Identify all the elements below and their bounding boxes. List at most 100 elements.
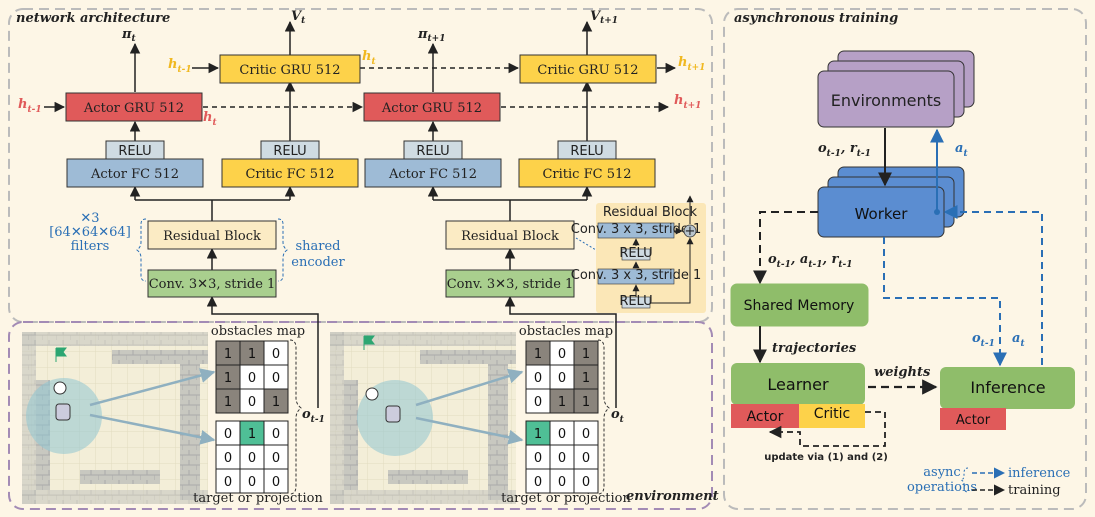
svg-text:Conv. 3 x 3, stride 1: Conv. 3 x 3, stride 1 <box>571 222 701 237</box>
grid-cell <box>573 388 599 414</box>
grid-cell <box>263 388 289 414</box>
actor-gru-box-1: Actor GRU 512 <box>65 92 203 122</box>
critic-gru-label: Critic GRU 512 <box>537 63 638 78</box>
svg-text:RELU: RELU <box>118 144 151 159</box>
svg-text:Conv. 3 x 3, stride 1: Conv. 3 x 3, stride 1 <box>571 268 701 283</box>
a-t-label-inference: at <box>1012 331 1025 349</box>
grid-cell-value: 0 <box>534 371 542 386</box>
grid-cell-value: 1 <box>558 395 566 410</box>
svg-text:Critic FC 512: Critic FC 512 <box>542 167 631 182</box>
grid-cell-value: 0 <box>534 451 542 466</box>
grid-cell-value: 1 <box>248 347 256 362</box>
grid-cell-value: 0 <box>272 371 280 386</box>
svg-text:πt+1: πt+1 <box>417 27 445 44</box>
relu-box: RELU <box>260 140 320 160</box>
grid-cell-value: 0 <box>224 451 232 466</box>
conv-box: Conv. 3✕3, stride 1 <box>147 269 277 298</box>
o-t-label: ot <box>611 407 625 425</box>
grid-cell-value: 1 <box>248 427 256 442</box>
grid-cell-value: 1 <box>224 371 232 386</box>
grid-cell-value: 1 <box>582 371 590 386</box>
grid-cell-value: 0 <box>248 395 256 410</box>
actor-gru-box-2: Actor GRU 512 <box>363 92 501 122</box>
svg-text:Conv. 3✕3, stride 1: Conv. 3✕3, stride 1 <box>447 277 574 292</box>
svg-text:RELU: RELU <box>570 144 603 159</box>
weights-label: weights <box>874 365 931 380</box>
residual-detail-title: Residual Block <box>603 205 698 220</box>
learner-critic-label: Critic <box>814 406 851 422</box>
legend-training: training <box>1008 483 1061 498</box>
relu-box: RELU <box>403 140 463 160</box>
grid-cell-value: 1 <box>534 347 542 362</box>
residual-plus: + <box>685 224 696 239</box>
target-label-2: target or projection <box>501 491 631 506</box>
update-label: update via (1) and (2) <box>764 452 888 463</box>
grid-cell <box>215 468 241 494</box>
grid-cell-value: 1 <box>272 395 280 410</box>
shared-text-2: encoder <box>291 255 345 270</box>
grid-cell-value: 0 <box>558 451 566 466</box>
critic-gru-box-2: Critic GRU 512 <box>519 54 657 84</box>
grid-cell-value: 0 <box>582 475 590 490</box>
async-title: asynchronous training <box>734 11 898 26</box>
svg-text:πt: πt <box>121 27 137 44</box>
svg-text:Vt: Vt <box>291 9 306 26</box>
grid-cell <box>263 364 289 390</box>
legend-inference: inference <box>1008 466 1071 481</box>
grid-cell-value: 0 <box>558 347 566 362</box>
grid-cell-value: 0 <box>224 475 232 490</box>
residual-detail: Residual Block Conv. 3 x 3, stride 1 REL… <box>571 195 706 313</box>
inference-to-worker-arrow <box>943 205 1043 365</box>
worker-to-inference-arrow <box>883 237 1007 367</box>
critic-fc-box: Critic FC 512 <box>518 158 656 188</box>
obstacles-label-1: obstacles map <box>211 324 305 339</box>
relu-box: RELU <box>105 140 165 160</box>
o-inference-label: ot-1 <box>972 331 995 349</box>
grid-cell-value: 0 <box>558 475 566 490</box>
network-frame <box>8 8 713 323</box>
v-t-label: Vt <box>291 9 306 26</box>
grid-cell <box>549 388 575 414</box>
filters-text-2: [64✕64✕64] <box>49 225 131 240</box>
svg-text:RELU: RELU <box>273 144 306 159</box>
grid-cell-value: 1 <box>582 347 590 362</box>
target-label-1: target or projection <box>193 491 323 506</box>
h-tm1-critic-label: ht-1 <box>168 57 192 75</box>
environments-label: Environments <box>831 91 942 110</box>
grid-cell <box>525 468 551 494</box>
learner-actor-label: Actor <box>747 409 784 425</box>
shared-bracket <box>277 218 288 282</box>
obs-bracket-1 <box>289 339 302 495</box>
relu-box: RELU <box>557 140 617 160</box>
legend-async-2: operations <box>907 480 977 495</box>
residual-block-box: Residual Block <box>445 220 575 250</box>
grid-cell-value: 0 <box>582 451 590 466</box>
learner-box: Learner Actor Critic <box>731 363 865 428</box>
shared-memory-box: Shared Memory <box>730 283 869 327</box>
grid-cell-value: 0 <box>272 475 280 490</box>
actor-fc-box: Actor FC 512 <box>364 158 502 188</box>
grid-cell <box>215 340 241 366</box>
legend-async-1: async <box>923 465 960 480</box>
inference-actor-label: Actor <box>956 413 991 428</box>
actor-fc-box: Actor FC 512 <box>66 158 204 188</box>
grid-cell <box>239 364 265 390</box>
svg-text:Actor FC 512: Actor FC 512 <box>90 167 179 182</box>
svg-text:Critic FC 512: Critic FC 512 <box>245 167 334 182</box>
grid-cell-value: 0 <box>534 475 542 490</box>
grid-cell <box>573 468 599 494</box>
grid-cell-value: 0 <box>534 395 542 410</box>
grid-cell <box>263 468 289 494</box>
shared-text-1: shared <box>295 239 340 254</box>
worker-label: Worker <box>855 205 909 223</box>
grid-cell-value: 1 <box>582 395 590 410</box>
network-title: network architecture <box>16 11 170 26</box>
grid-cell-value: 1 <box>224 395 232 410</box>
inference-label: Inference <box>970 378 1045 397</box>
inference-box: Inference Actor <box>940 367 1075 430</box>
actor-gru-label: Actor GRU 512 <box>381 101 482 116</box>
